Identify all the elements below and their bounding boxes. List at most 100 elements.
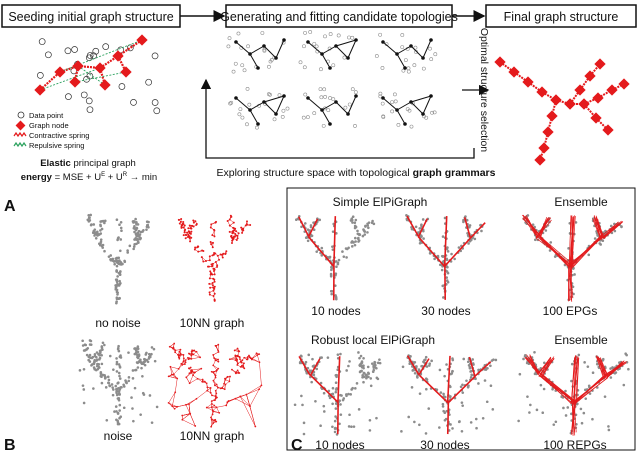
data-point [449,395,452,398]
data-point [78,369,82,372]
data-point [114,384,118,388]
data-point [119,281,122,285]
data-point [306,366,310,370]
exploration-loop-arrow [200,78,475,159]
data-point [116,293,119,296]
data-point [570,379,573,383]
data-point-circle [433,52,438,57]
data-point [118,409,121,412]
repulsive-spring [39,67,101,91]
data-point [622,383,626,387]
data-point [133,347,136,350]
data-point [212,241,215,244]
data-point [355,382,359,385]
data-point [182,226,185,229]
data-point [221,253,224,256]
data-point [217,343,220,346]
robust-10 [293,351,382,436]
data-point [461,404,464,407]
data-point [179,352,182,355]
data-point [428,252,432,255]
data-point [207,265,210,268]
knn-edge [240,396,256,427]
data-point [596,234,599,237]
knn-edge [173,368,179,375]
data-point [350,218,353,222]
data-point [136,350,139,354]
data-point [336,262,340,266]
data-point [302,432,306,436]
data-point [246,220,249,223]
graph-edge [596,356,606,376]
data-point [345,256,348,259]
knn-edge [249,389,260,407]
data-point [236,364,239,366]
data-point [587,253,591,257]
data-point [201,378,204,381]
data-point [369,384,373,388]
data-point [603,395,607,398]
data-point [213,280,216,283]
legend-contractive: Contractive spring [29,131,89,140]
data-point [127,376,131,379]
ensemble-title-1: Ensemble [554,195,608,209]
data-point [353,243,357,247]
data-point [189,240,192,243]
data-point [112,260,116,263]
data-point-circle [392,92,397,97]
data-point [115,370,119,373]
data-point [103,343,106,347]
data-point [88,339,92,342]
data-point [362,380,365,384]
data-point [215,392,218,395]
data-point [215,220,218,223]
data-point [120,229,123,233]
data-point [323,410,326,413]
data-point [335,232,338,235]
data-point [348,360,351,363]
data-point-circle [347,102,352,107]
graph-node [550,94,562,106]
graph-edge [307,218,319,238]
data-point [115,391,118,395]
data-point [201,380,204,383]
data-point [89,213,92,217]
knn-edge [182,413,191,420]
graph-edge [335,39,357,47]
graph-node [34,84,46,96]
data-point-circle [326,108,331,113]
data-point [418,227,422,230]
graph-node [234,96,238,100]
data-point [378,361,382,365]
data-point [209,387,212,389]
data-point [109,254,113,257]
graph-edge [522,217,537,237]
data-point [236,355,239,358]
data-point [182,220,185,223]
data-point [598,242,602,245]
data-point-circle [321,123,326,128]
graph-node [508,66,520,78]
data-point [93,352,97,356]
graph-edge [541,373,576,403]
data-point [117,389,121,393]
graph-node [234,40,238,44]
data-point [210,400,213,403]
data-point [609,376,613,379]
data-point [418,392,422,395]
data-point [229,375,231,378]
graph-node [494,56,506,68]
data-point [132,247,135,251]
data-point [339,352,342,356]
caption-10nn-graph-noise: 10NN graph [180,429,245,443]
data-point [461,383,464,387]
data-point [235,234,238,237]
data-point [315,367,319,371]
data-point [188,236,191,239]
data-point [82,367,86,371]
robust-30 [400,354,498,435]
data-point [190,230,193,233]
graph-edge [396,109,406,125]
graph-node [592,92,604,104]
data-point [334,284,337,287]
